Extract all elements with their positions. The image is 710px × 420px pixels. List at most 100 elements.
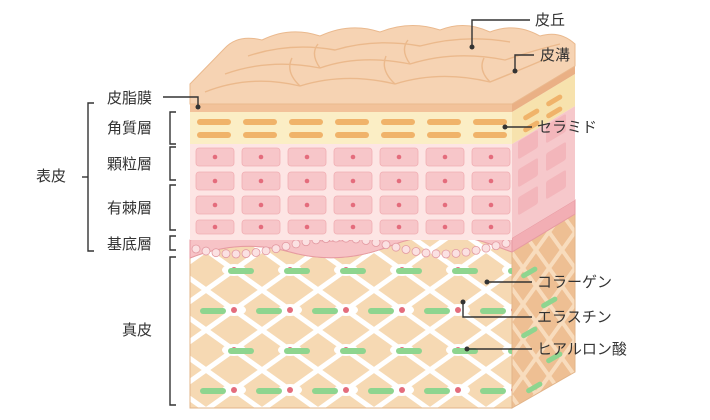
ceramide-plate — [335, 132, 369, 138]
basal-cells — [191, 233, 511, 259]
ceramide-plate — [473, 119, 507, 125]
cell-nucleus — [350, 178, 356, 184]
basal-cell — [431, 249, 441, 259]
sebum-film-front — [190, 104, 512, 112]
corneum-bracket — [169, 111, 176, 145]
basal-cell — [221, 249, 231, 259]
basal-cell — [491, 241, 501, 251]
cell-nucleus — [212, 154, 218, 160]
basal-cell — [421, 248, 431, 258]
hyaluronic-acid-label: ヒアルロン酸 — [537, 340, 627, 358]
spinous-bracket — [169, 184, 176, 231]
ceramide-plate — [289, 132, 323, 138]
cell-nucleus — [488, 224, 494, 230]
spinous-layer-label: 有棘層 — [107, 199, 153, 217]
basal-cell — [271, 244, 281, 254]
cell-nucleus — [212, 224, 218, 230]
sebum-film — [190, 66, 575, 112]
elastin-fiber — [228, 268, 254, 274]
epidermis-side-cell — [518, 130, 538, 159]
epidermis-cells — [195, 147, 511, 235]
dermis-bracket — [169, 256, 176, 406]
hikyu-leader — [471, 19, 530, 46]
elastin-fiber — [340, 348, 366, 354]
ceramide-label: セラミド — [537, 118, 598, 136]
elastin-fiber — [200, 308, 226, 314]
sebum-film-label: 皮脂膜 — [107, 89, 153, 107]
collagen-label: コラーゲン — [537, 273, 613, 291]
hiko-label: 皮溝 — [540, 46, 571, 64]
elastin-fiber — [368, 308, 394, 314]
cell-nucleus — [350, 202, 356, 208]
elastin-fiber — [284, 268, 310, 274]
elastin-fiber — [424, 388, 450, 394]
cell-nucleus — [304, 202, 310, 208]
basal-cell — [451, 248, 461, 258]
cell-nucleus — [396, 224, 402, 230]
ceramide-plate — [289, 119, 323, 125]
cell-nucleus — [442, 224, 448, 230]
dermis-block — [189, 213, 576, 409]
epidermis-side-cell — [546, 170, 566, 199]
basal-cell — [281, 241, 291, 251]
epidermis-side-cells — [518, 114, 566, 215]
ceramide-plate — [427, 119, 461, 125]
cell-nucleus — [350, 154, 356, 160]
epidermis-side-cell — [546, 114, 566, 143]
cell-nucleus — [304, 154, 310, 160]
basal-cell — [501, 238, 511, 248]
stratum-corneum-front — [190, 112, 512, 144]
basal-cell — [261, 246, 271, 256]
ceramide-plate — [427, 132, 461, 138]
cell-nucleus — [212, 202, 218, 208]
elastin-fiber — [256, 388, 282, 394]
basal-cell — [401, 245, 411, 254]
elastin-leader — [462, 303, 532, 318]
cell-nucleus — [396, 202, 402, 208]
epidermis-bracket — [87, 102, 94, 252]
cell-nucleus — [304, 178, 310, 184]
ceramide-plate — [473, 132, 507, 138]
cell-nucleus — [442, 154, 448, 160]
hiko-leader — [514, 54, 534, 70]
layer-brackets — [82, 102, 176, 406]
elastin-fiber — [396, 348, 422, 354]
cell-nucleus — [488, 154, 494, 160]
dermis-label: 真皮 — [122, 321, 153, 339]
basal-cell — [411, 247, 421, 256]
basal-cell — [471, 245, 481, 255]
stratum-corneum — [190, 74, 575, 144]
epidermis-label: 表皮 — [36, 167, 67, 185]
basal-cell — [211, 248, 221, 258]
elastin-fiber — [312, 388, 338, 394]
cell-nucleus — [258, 178, 264, 184]
epidermis-side-cell — [518, 158, 538, 187]
ceramide-plate — [381, 119, 415, 125]
granular-bracket — [169, 146, 176, 181]
hikyu-label: 皮丘 — [535, 11, 566, 29]
elastin-fiber — [200, 388, 226, 394]
basal-cell — [391, 242, 401, 252]
cell-nucleus — [258, 154, 264, 160]
sebum-film-leader — [163, 96, 199, 106]
ceramide-plate — [197, 119, 231, 125]
cell-nucleus — [442, 178, 448, 184]
elastin-fiber — [228, 348, 254, 354]
cell-nucleus — [442, 202, 448, 208]
elastin-fiber — [396, 268, 422, 274]
elastin-fiber — [256, 308, 282, 314]
elastin-fiber — [452, 268, 478, 274]
elastin-fiber — [284, 348, 310, 354]
cell-nucleus — [396, 154, 402, 160]
basal-cell — [381, 240, 391, 250]
basal-cell — [291, 239, 301, 249]
elastin-fiber — [480, 388, 506, 394]
basal-layer-label: 基底層 — [107, 235, 153, 253]
basal-cell — [231, 249, 241, 259]
cell-nucleus — [488, 202, 494, 208]
cell-nucleus — [350, 224, 356, 230]
ceramide-plate — [381, 132, 415, 138]
basal-bracket — [169, 235, 176, 251]
